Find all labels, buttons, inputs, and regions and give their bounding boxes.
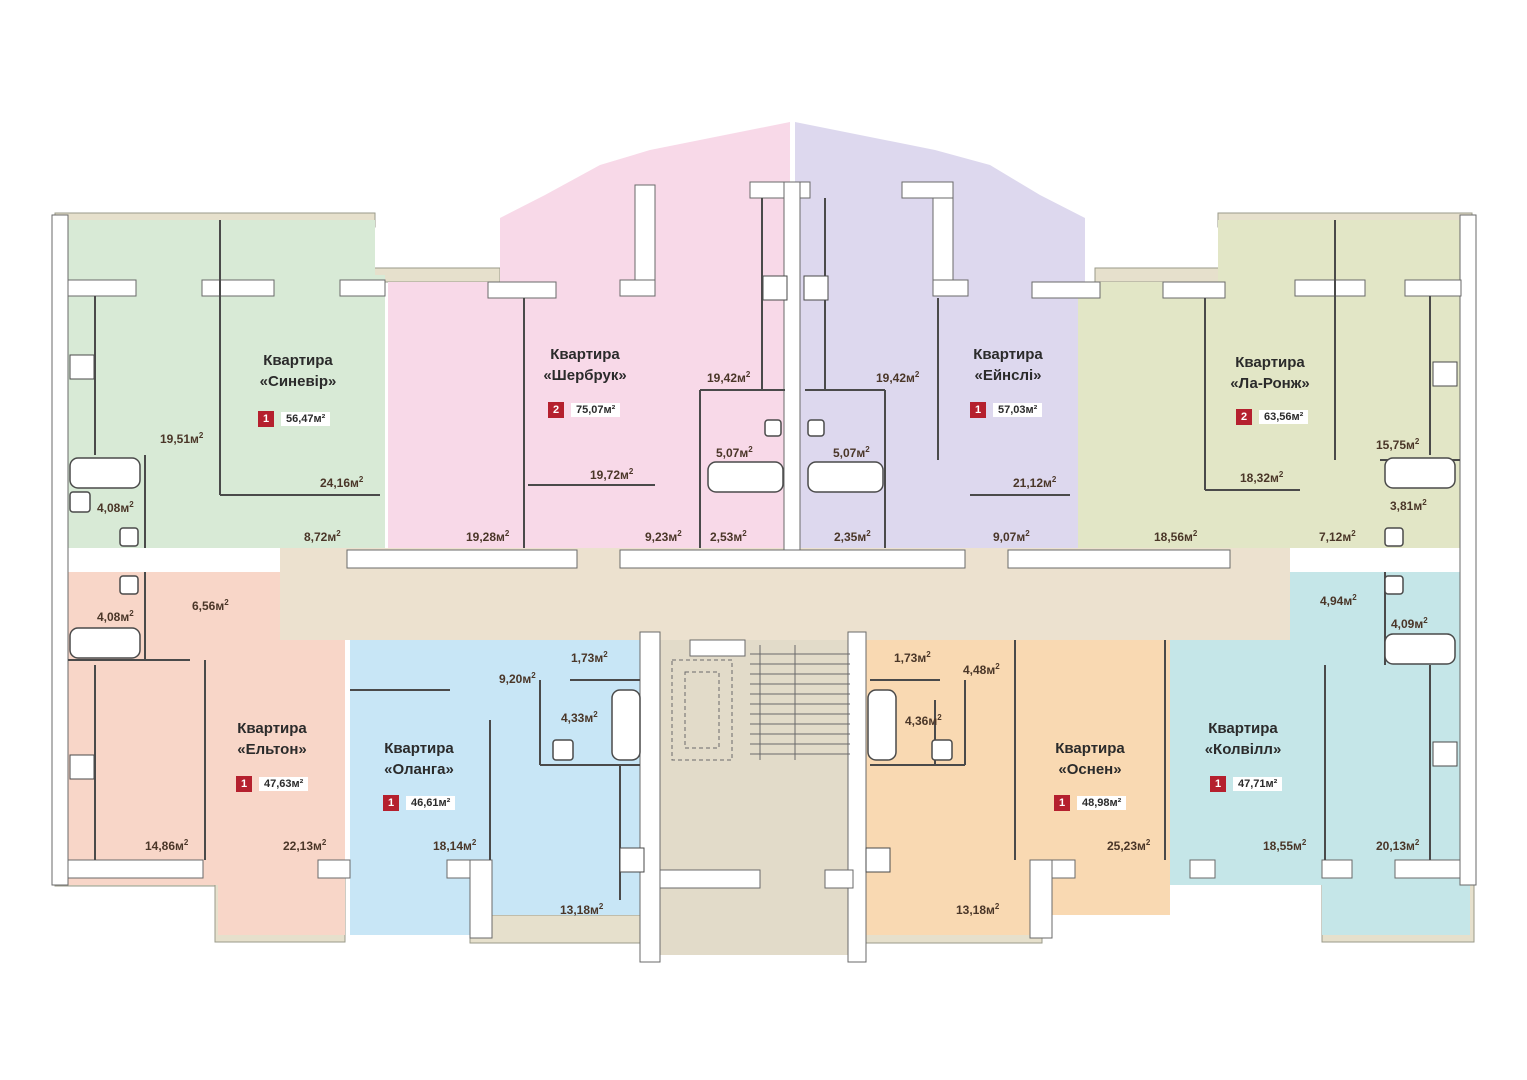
rooms-badge: 2 (548, 402, 564, 418)
rooms-badge: 1 (1210, 776, 1226, 792)
stove-icons (69, 275, 1458, 873)
room-area-label: 1,73м2 (571, 650, 608, 665)
apt-name: «Шербрук» (543, 367, 627, 384)
room-area-label: 5,07м2 (833, 445, 870, 460)
apt-label-laronzh: Квартира «Ла-Ронж» (1230, 352, 1309, 394)
apt-badge-olanga: 1 46,61м² (383, 795, 456, 811)
room-area-label: 4,09м2 (1391, 616, 1428, 631)
rooms-badge: 1 (258, 411, 274, 427)
room-area-label: 5,07м2 (716, 445, 753, 460)
room-area-label: 13,18м2 (560, 902, 604, 917)
apt-title: Квартира (1235, 354, 1305, 371)
rooms-badge: 2 (1236, 409, 1252, 425)
apt-total-area: 48,98м² (1077, 796, 1127, 810)
walls (51, 181, 1477, 963)
room-area-label: 14,86м2 (145, 838, 189, 853)
apt-title: Квартира (263, 352, 333, 369)
apt-label-sherbruk: Квартира «Шербрук» (543, 344, 626, 386)
room-area-label: 8,72м2 (304, 529, 341, 544)
room-area-label: 4,36м2 (905, 713, 942, 728)
room-area-label: 24,16м2 (320, 475, 364, 490)
apt-badge-sherbruk: 2 75,07м² (548, 402, 621, 418)
apartment-eynsli-area[interactable] (795, 122, 1085, 548)
rooms-badge: 1 (970, 402, 986, 418)
apt-total-area: 47,63м² (259, 777, 309, 791)
room-area-label: 19,42м2 (876, 370, 920, 385)
room-area-label: 15,75м2 (1376, 437, 1420, 452)
apt-title: Квартира (384, 740, 454, 757)
room-area-label: 9,20м2 (499, 671, 536, 686)
apt-badge-synevir: 1 56,47м² (258, 411, 331, 427)
rooms-badge: 1 (383, 795, 399, 811)
room-area-label: 4,33м2 (561, 710, 598, 725)
apt-label-kolvill: Квартира «Колвілл» (1205, 718, 1282, 760)
apt-title: Квартира (973, 346, 1043, 363)
apt-badge-laronzh: 2 63,56м² (1236, 409, 1309, 425)
room-area-label: 4,08м2 (97, 500, 134, 515)
apt-title: Квартира (237, 720, 307, 737)
room-area-label: 20,13м2 (1376, 838, 1420, 853)
room-area-label: 7,12м2 (1319, 529, 1356, 544)
room-area-label: 2,35м2 (834, 529, 871, 544)
apartment-sherbruk-area[interactable] (388, 122, 790, 548)
apt-name: «Ла-Ронж» (1230, 375, 1310, 392)
apt-name: «Синевір» (259, 373, 337, 390)
room-area-label: 9,07м2 (993, 529, 1030, 544)
apartment-laronzh-area[interactable] (1078, 220, 1460, 548)
apt-total-area: 47,71м² (1233, 777, 1283, 791)
bathroom-fixtures (69, 419, 1456, 761)
apt-name: «Ейнслі» (974, 367, 1042, 384)
room-area-label: 18,32м2 (1240, 470, 1284, 485)
room-area-label: 4,08м2 (97, 609, 134, 624)
apt-name: «Оланга» (384, 761, 454, 778)
apt-total-area: 46,61м² (406, 796, 456, 810)
apt-title: Квартира (550, 346, 620, 363)
apt-badge-osnen: 1 48,98м² (1054, 795, 1127, 811)
apt-label-elton: Квартира «Ельтон» (237, 718, 307, 760)
apt-name: «Колвілл» (1204, 741, 1282, 758)
room-area-label: 4,94м2 (1320, 593, 1357, 608)
apt-title: Квартира (1055, 740, 1125, 757)
apt-badge-eynsli: 1 57,03м² (970, 402, 1043, 418)
rooms-badge: 1 (236, 776, 252, 792)
room-area-label: 18,56м2 (1154, 529, 1198, 544)
room-area-label: 21,12м2 (1013, 475, 1057, 490)
apt-title: Квартира (1208, 720, 1278, 737)
apt-total-area: 57,03м² (993, 403, 1043, 417)
room-area-label: 19,72м2 (590, 467, 634, 482)
room-area-label: 1,73м2 (894, 650, 931, 665)
apt-label-eynsli: Квартира «Ейнслі» (973, 344, 1043, 386)
apt-total-area: 56,47м² (281, 412, 331, 426)
apt-label-osnen: Квартира «Оснен» (1055, 738, 1125, 780)
rooms-badge: 1 (1054, 795, 1070, 811)
room-area-label: 18,55м2 (1263, 838, 1307, 853)
apt-total-area: 63,56м² (1259, 410, 1309, 424)
apartment-olanga-area[interactable] (350, 640, 655, 935)
room-area-label: 3,81м2 (1390, 498, 1427, 513)
room-area-label: 19,51м2 (160, 431, 204, 446)
room-area-label: 2,53м2 (710, 529, 747, 544)
room-area-label: 18,14м2 (433, 838, 477, 853)
apt-name: «Ельтон» (237, 741, 307, 758)
room-area-label: 19,28м2 (466, 529, 510, 544)
room-area-label: 9,23м2 (645, 529, 682, 544)
room-area-label: 6,56м2 (192, 598, 229, 613)
staircase (671, 645, 850, 761)
apt-name: «Оснен» (1058, 761, 1122, 778)
apt-badge-kolvill: 1 47,71м² (1210, 776, 1283, 792)
apartment-fills (68, 122, 1470, 955)
apt-badge-elton: 1 47,63м² (236, 776, 309, 792)
room-area-label: 4,48м2 (963, 662, 1000, 677)
apt-label-synevir: Квартира «Синевір» (260, 350, 337, 392)
room-area-label: 19,42м2 (707, 370, 751, 385)
room-area-label: 13,18м2 (956, 902, 1000, 917)
room-area-label: 22,13м2 (283, 838, 327, 853)
apt-total-area: 75,07м² (571, 403, 621, 417)
apartment-elton-area[interactable] (68, 572, 345, 935)
apt-label-olanga: Квартира «Оланга» (384, 738, 454, 780)
apartment-synevir-area[interactable] (68, 220, 385, 548)
room-area-label: 25,23м2 (1107, 838, 1151, 853)
